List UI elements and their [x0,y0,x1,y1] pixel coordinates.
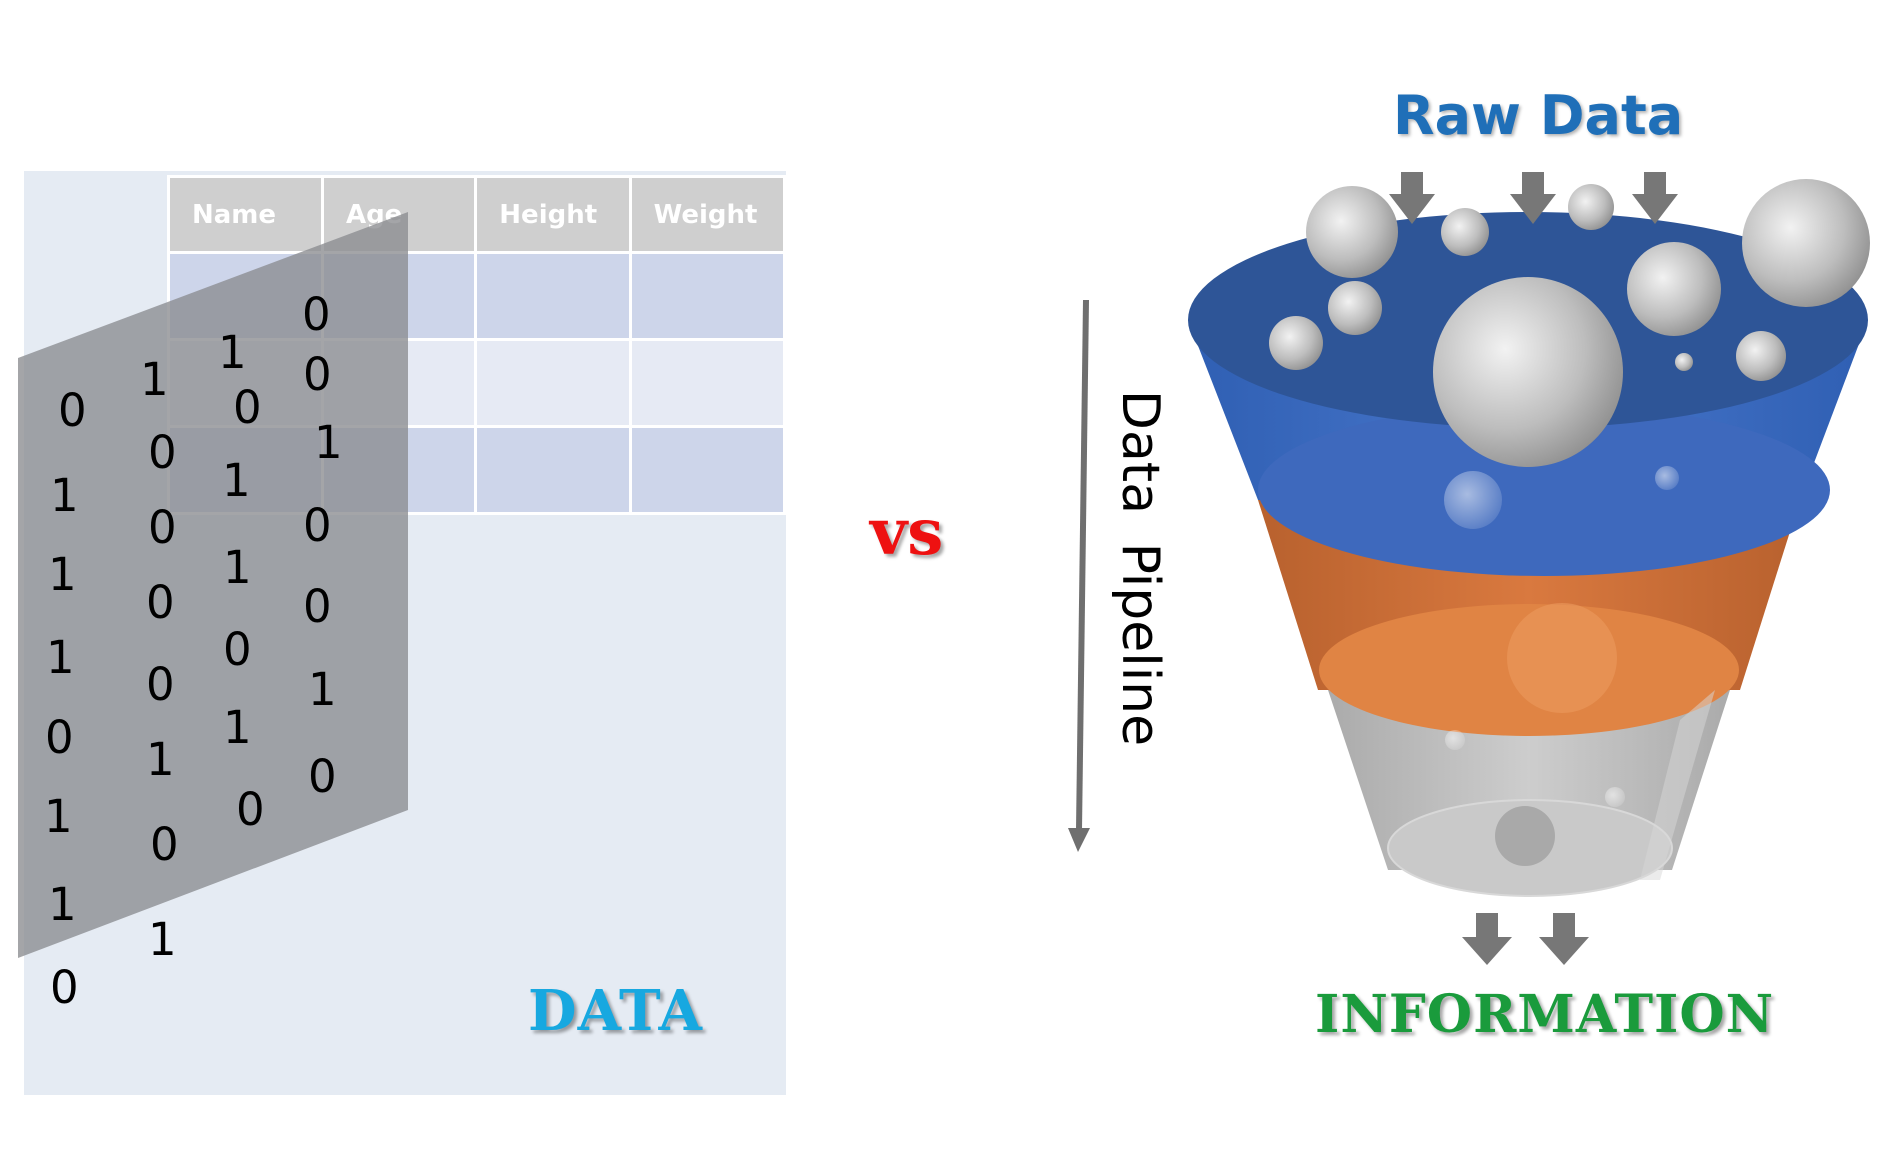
binary-digit: 0 [233,381,262,434]
funnel-blue-ellipse [1258,404,1830,576]
binary-digit: 0 [58,384,87,437]
binary-digit: 1 [46,631,75,684]
binary-digit: 0 [146,576,175,629]
binary-digit: 0 [302,288,331,341]
table-cell [474,338,632,428]
raw-data-ball [1269,316,1323,370]
vs-label: vs [870,495,944,570]
table-cell [474,251,632,341]
table-header-weight: Weight [628,175,787,254]
raw-data-ball [1306,186,1398,278]
binary-digit: 0 [236,783,265,836]
binary-digit: 0 [303,348,332,401]
binary-digit: 0 [50,961,79,1014]
binary-digit: 0 [303,499,332,552]
inner-ball [1655,466,1679,490]
binary-digit: 0 [146,658,175,711]
raw-data-ball [1742,179,1870,307]
inner-ball [1605,787,1625,807]
table-header-height: Height [474,175,632,254]
raw-data-ball [1736,331,1786,381]
binary-digit: 0 [308,750,337,803]
binary-digit: 1 [140,353,169,406]
raw-data-ball [1627,242,1721,336]
inner-ball [1445,730,1465,750]
binary-digit: 1 [222,454,251,507]
binary-digit: 1 [314,416,343,469]
binary-digit: 0 [223,623,252,676]
binary-digit: 1 [48,878,77,931]
data-label: DATA [528,978,704,1044]
inner-ball [1444,471,1502,529]
output-arrow [1462,913,1512,965]
raw-data-ball [1328,281,1382,335]
binary-digit: 1 [148,913,177,966]
binary-digit: 1 [308,663,337,716]
binary-digit: 1 [50,469,79,522]
binary-digit: 1 [218,326,247,379]
binary-digit: 1 [223,701,252,754]
table-cell [628,251,787,341]
binary-digit: 0 [148,501,177,554]
input-arrow [1389,172,1435,224]
table-cell [628,425,787,515]
table-cell [474,425,632,515]
information-label: INFORMATION [1315,984,1775,1045]
inner-ball [1495,806,1555,866]
binary-digit: 0 [150,818,179,871]
binary-digit: 1 [48,548,77,601]
raw-data-ball [1675,353,1693,371]
binary-digit: 0 [303,580,332,633]
raw-data-ball [1441,208,1489,256]
binary-digit: 1 [223,541,252,594]
table-cell [628,338,787,428]
binary-digit: 0 [45,711,74,764]
output-arrow [1539,913,1589,965]
binary-digit: 1 [44,790,73,843]
raw-data-ball [1433,277,1623,467]
input-arrow [1510,172,1556,224]
raw-data-label: Raw Data [1393,84,1684,147]
inner-ball [1507,603,1617,713]
binary-digit: 0 [148,426,177,479]
binary-digit: 1 [146,733,175,786]
raw-data-ball [1568,184,1614,230]
input-arrow [1632,172,1678,224]
